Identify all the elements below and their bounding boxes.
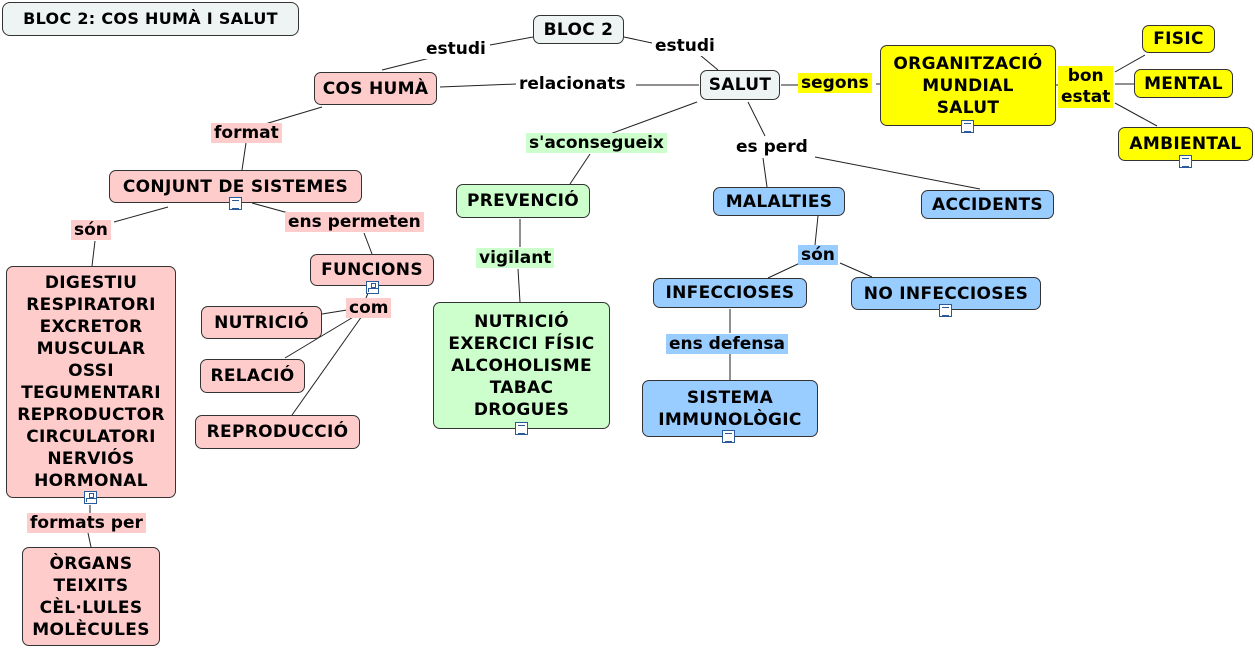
- sistema-item: REPRODUCTOR: [17, 405, 165, 425]
- label-estudi-right: estudi: [652, 36, 718, 56]
- organ-item: MOLÈCULES: [32, 619, 150, 640]
- subtree-icon[interactable]: [366, 281, 379, 294]
- note-icon[interactable]: [229, 197, 242, 210]
- sistema-item: CIRCULATORI: [26, 427, 156, 447]
- node-fisic[interactable]: FISIC: [1142, 25, 1215, 53]
- node-habits-list[interactable]: NUTRICIÓ EXERCICI FÍSIC ALCOHOLISME TABA…: [433, 302, 610, 429]
- sistema-item: TEGUMENTARI: [21, 383, 161, 403]
- note-icon[interactable]: [722, 430, 735, 443]
- label-saconsegueix: s'aconsegueix: [526, 133, 667, 153]
- label-estudi-left: estudi: [423, 39, 489, 59]
- label-son-right: són: [798, 245, 838, 265]
- node-accidents[interactable]: ACCIDENTS: [921, 190, 1054, 219]
- note-icon[interactable]: [1179, 155, 1192, 168]
- habit-item: NUTRICIÓ: [474, 311, 569, 332]
- note-icon[interactable]: [961, 120, 974, 133]
- label-format: format: [211, 123, 282, 143]
- node-nutricio[interactable]: NUTRICIÓ: [201, 306, 322, 339]
- sistema-item: MUSCULAR: [36, 339, 146, 359]
- node-reproduccio[interactable]: REPRODUCCIÓ: [195, 415, 360, 449]
- sistema-item: EXCRETOR: [39, 317, 143, 337]
- node-sistemes-list[interactable]: DIGESTIU RESPIRATORI EXCRETOR MUSCULAR O…: [6, 266, 176, 498]
- organ-item: CÈL·LULES: [39, 597, 143, 618]
- oms-line-3: SALUT: [936, 97, 1000, 118]
- immuno-line-2: IMMUNOLÒGIC: [658, 409, 802, 430]
- node-mental[interactable]: MENTAL: [1134, 69, 1233, 98]
- node-salut[interactable]: SALUT: [700, 70, 780, 100]
- label-bon-estat: bon estat: [1058, 66, 1114, 108]
- habit-item: EXERCICI FÍSIC: [448, 333, 595, 354]
- sistema-item: DIGESTIU: [44, 273, 138, 293]
- node-malalties[interactable]: MALALTIES: [713, 187, 845, 216]
- label-relacionats: relacionats: [516, 74, 629, 94]
- label-formats-per: formats per: [27, 513, 146, 533]
- node-oms[interactable]: ORGANITZACIÓ MUNDIAL SALUT: [880, 45, 1056, 126]
- sistema-item: HORMONAL: [34, 471, 148, 491]
- node-relacio[interactable]: RELACIÓ: [200, 359, 305, 393]
- label-es-perd: es perd: [733, 137, 811, 157]
- organ-item: ÒRGANS: [49, 553, 133, 574]
- node-no-infeccioses[interactable]: NO INFECCIOSES: [851, 277, 1041, 310]
- sistema-item: NERVIÓS: [47, 449, 135, 469]
- note-icon[interactable]: [515, 422, 528, 435]
- node-funcions[interactable]: FUNCIONS: [310, 254, 434, 286]
- label-ens-permeten: ens permeten: [285, 212, 424, 232]
- sistema-item: OSSI: [68, 361, 114, 381]
- node-sistema-immunologic[interactable]: SISTEMA IMMUNOLÒGIC: [642, 380, 818, 437]
- habit-item: DROGUES: [473, 399, 570, 420]
- node-cos-huma[interactable]: COS HUMÀ: [314, 72, 437, 105]
- oms-line-1: ORGANITZACIÓ: [893, 53, 1043, 74]
- label-estat: estat: [1061, 87, 1111, 107]
- node-conjunt-sistemes[interactable]: CONJUNT DE SISTEMES: [109, 170, 362, 203]
- oms-line-2: MUNDIAL: [922, 75, 1014, 96]
- label-ens-defensa: ens defensa: [666, 334, 788, 354]
- sistema-item: RESPIRATORI: [26, 295, 156, 315]
- label-bon: bon: [1067, 66, 1104, 86]
- habit-item: ALCOHOLISME: [451, 355, 592, 376]
- node-bloc2[interactable]: BLOC 2: [533, 15, 624, 44]
- label-segons: segons: [798, 73, 872, 93]
- subtree-icon[interactable]: [84, 491, 97, 504]
- node-infeccioses[interactable]: INFECCIOSES: [653, 278, 807, 308]
- map-title: BLOC 2: COS HUMÀ I SALUT: [2, 2, 299, 36]
- label-com: com: [346, 298, 392, 318]
- habit-item: TABAC: [489, 377, 554, 398]
- node-organs-list[interactable]: ÒRGANS TEIXITS CÈL·LULES MOLÈCULES: [22, 547, 160, 646]
- label-son-left: són: [71, 220, 111, 240]
- node-prevencio[interactable]: PREVENCIÓ: [456, 184, 590, 218]
- organ-item: TEIXITS: [53, 575, 129, 596]
- label-vigilant: vigilant: [476, 248, 555, 268]
- note-icon[interactable]: [939, 304, 952, 317]
- immuno-line-1: SISTEMA: [686, 387, 774, 408]
